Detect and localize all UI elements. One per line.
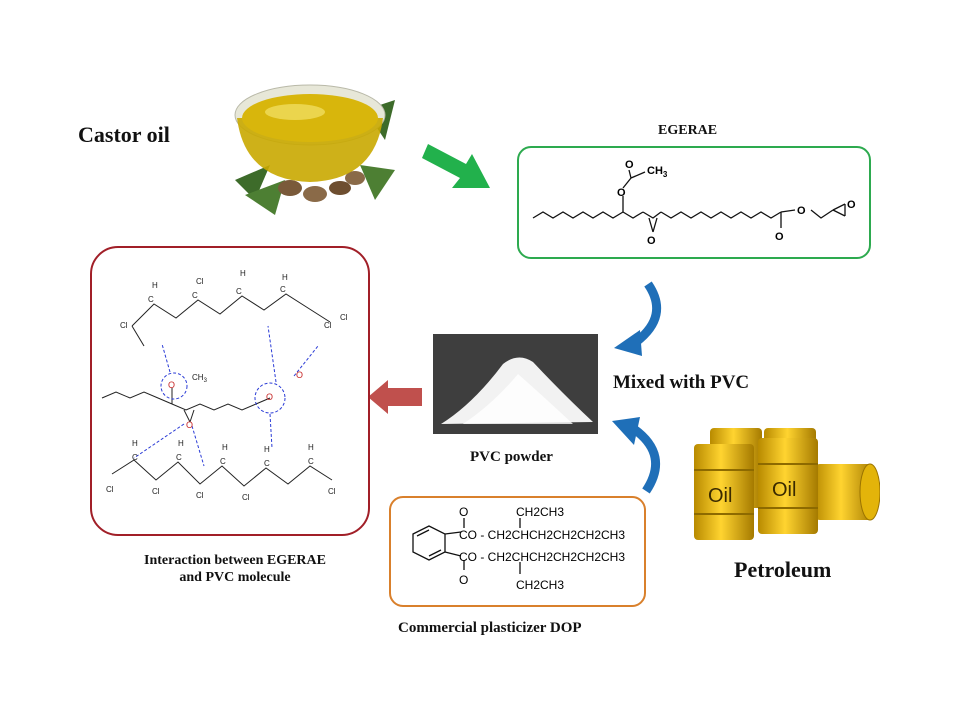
svg-text:Cl: Cl — [196, 491, 204, 500]
svg-text:O: O — [296, 370, 303, 380]
svg-text:O: O — [168, 380, 175, 390]
svg-text:Cl: Cl — [242, 493, 250, 502]
oil-barrels-image: Oil Oil — [690, 424, 881, 544]
dop-row1: CO - CH2CHCH2CH2CH2CH3 — [459, 528, 625, 542]
dop-top-branch: CH2CH3 — [516, 505, 564, 519]
pvc-powder-label: PVC powder — [470, 449, 553, 465]
oil-barrel-label-1: Oil — [708, 485, 732, 507]
interaction-caption-line2: and PVC molecule — [179, 570, 291, 585]
svg-text:H: H — [240, 269, 246, 278]
green-arrow-icon — [420, 140, 495, 195]
pvc-powder-image — [433, 334, 598, 434]
svg-text:CH3: CH3 — [192, 373, 208, 384]
mixed-with-pvc-label: Mixed with PVC — [613, 372, 750, 393]
svg-text:Cl: Cl — [120, 321, 128, 330]
petroleum-label: Petroleum — [734, 557, 832, 582]
blue-curved-arrow-bottom-icon — [608, 405, 668, 495]
red-arrow-icon — [368, 380, 422, 414]
svg-text:O: O — [647, 235, 656, 247]
svg-text:Cl: Cl — [196, 277, 204, 286]
svg-text:Cl: Cl — [152, 487, 160, 496]
svg-text:Cl: Cl — [340, 313, 348, 322]
svg-text:C: C — [236, 287, 242, 296]
svg-text:O: O — [266, 392, 273, 402]
svg-text:H: H — [152, 281, 158, 290]
svg-text:H: H — [178, 439, 184, 448]
svg-text:C: C — [308, 457, 314, 466]
svg-text:C: C — [148, 295, 154, 304]
svg-text:H: H — [132, 439, 138, 448]
egerae-structure-box: O O O O O O CH3 — [517, 146, 871, 259]
svg-text:Cl: Cl — [324, 321, 332, 330]
svg-text:O: O — [459, 505, 468, 519]
svg-text:O: O — [797, 205, 806, 217]
svg-text:O: O — [775, 231, 784, 243]
svg-text:H: H — [282, 273, 288, 282]
castor-oil-image — [215, 70, 400, 220]
interaction-caption: Interaction between EGERAE and PVC molec… — [110, 552, 360, 586]
interaction-caption-line1: Interaction between EGERAE — [144, 553, 326, 568]
svg-text:H: H — [222, 443, 228, 452]
svg-text:C: C — [192, 291, 198, 300]
svg-text:Cl: Cl — [328, 487, 336, 496]
svg-text:H: H — [308, 443, 314, 452]
egerae-o-atom: O — [625, 159, 634, 171]
svg-text:Cl: Cl — [106, 485, 114, 494]
svg-text:O: O — [617, 187, 626, 199]
svg-text:O: O — [186, 420, 193, 430]
svg-text:C: C — [132, 453, 138, 462]
oil-barrel-label-2: Oil — [772, 479, 796, 501]
dop-row2: CO - CH2CHCH2CH2CH2CH3 — [459, 550, 625, 564]
svg-text:C: C — [264, 459, 270, 468]
commercial-dop-label: Commercial plasticizer DOP — [398, 620, 582, 636]
svg-text:H: H — [264, 445, 270, 454]
egerae-label: EGERAE — [658, 123, 718, 138]
svg-text:O: O — [459, 573, 468, 587]
blue-curved-arrow-top-icon — [608, 280, 668, 360]
svg-text:C: C — [220, 457, 226, 466]
egerae-ch3-atom: CH3 — [647, 165, 668, 179]
castor-oil-label: Castor oil — [78, 122, 170, 147]
dop-structure-box: O O CH2CH3 CO - CH2CHCH2CH2CH2CH3 CO - C… — [389, 496, 646, 607]
svg-text:O: O — [847, 199, 856, 211]
egerae-structure-diagram: O O O O O O CH3 — [532, 159, 856, 247]
svg-text:C: C — [176, 453, 182, 462]
dop-bottom-branch: CH2CH3 — [516, 578, 564, 592]
dop-structure-diagram: O O CH2CH3 CO - CH2CHCH2CH2CH2CH3 CO - C… — [412, 505, 625, 592]
svg-text:C: C — [280, 285, 286, 294]
